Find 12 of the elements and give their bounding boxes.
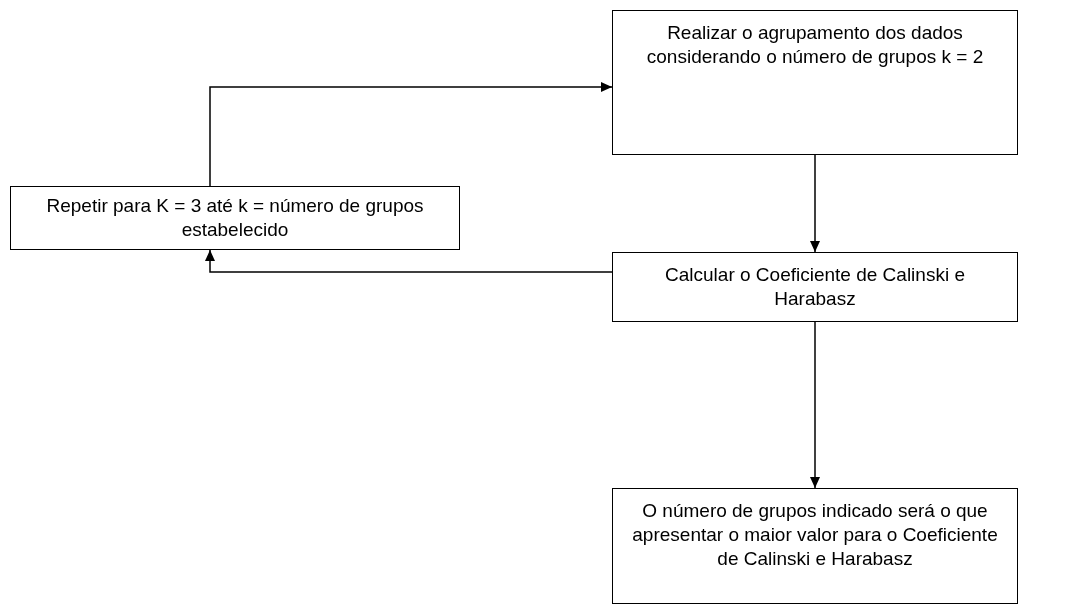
box-text: Repetir para K = 3 até k = número de grupos estabelecido <box>45 194 425 242</box>
box-text: Calcular o Coeficiente de Calinski e Harabasz <box>664 263 966 311</box>
process-box <box>612 10 1018 155</box>
box-text: Realizar o agrupamento dos dados considerando o número de grupos k = 2 <box>645 21 985 69</box>
box-text: O número de grupos indicado será o que apresentar o maior valor para o Coeficiente de Calinski e Harabasz <box>631 499 999 571</box>
arrow <box>205 249 613 273</box>
arrow <box>810 321 820 489</box>
process-box <box>612 488 1018 604</box>
process-box <box>612 252 1018 322</box>
arrow <box>209 82 613 187</box>
process-box <box>10 186 460 250</box>
arrow <box>810 154 820 253</box>
